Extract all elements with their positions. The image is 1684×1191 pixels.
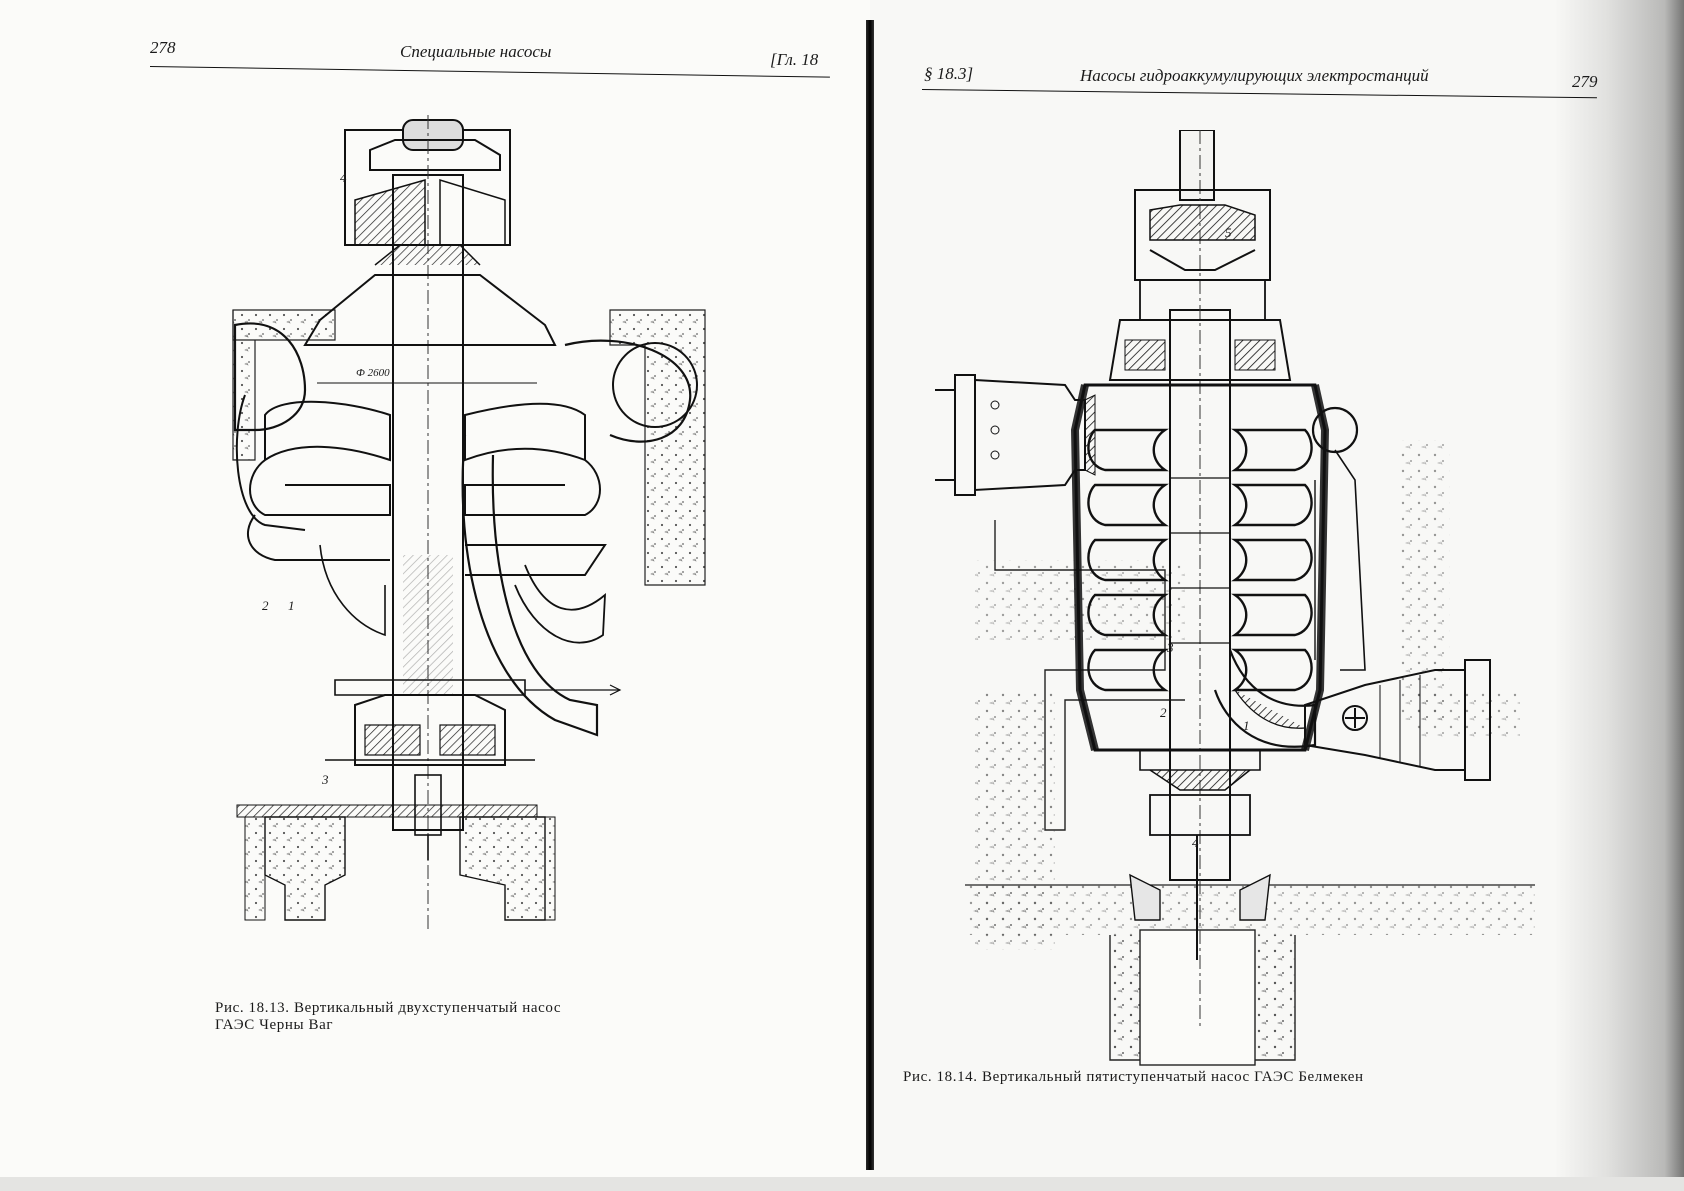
callout-1-right: 1 — [1243, 718, 1250, 734]
figure-18-13-drawing — [225, 115, 735, 985]
book-gutter — [866, 20, 874, 1170]
callout-4-right: 4 — [1192, 835, 1199, 851]
callout-3-left: 3 — [322, 772, 329, 788]
left-page-number: 278 — [150, 38, 176, 58]
left-running-title: Специальные насосы — [400, 42, 551, 62]
dimension-label-phi-2600: Ф 2600 — [356, 367, 390, 379]
figure-18-14-drawing — [935, 130, 1575, 1070]
figure-18-13-caption-line2: ГАЭС Черны Ваг — [215, 1017, 333, 1034]
figure-18-14-caption: Рис. 18.14. Вертикальный пятиступенчатый… — [903, 1069, 1364, 1086]
callout-2-right: 2 — [1160, 705, 1167, 721]
left-chapter-label: [Гл. 18 — [770, 50, 818, 70]
callout-4-left: 4 — [340, 170, 347, 186]
right-page-number: 279 — [1572, 72, 1598, 92]
callout-1-left: 1 — [288, 598, 295, 614]
callout-5-right: 5 — [1225, 225, 1232, 241]
figure-18-13-caption-line1: Рис. 18.13. Вертикальный двухступенчатый… — [215, 1000, 561, 1017]
scan-bottom-band — [0, 1177, 1684, 1191]
callout-2-left: 2 — [262, 598, 269, 614]
right-running-title: Насосы гидроаккумулирующих электростанци… — [1080, 66, 1429, 86]
right-section-label: § 18.3] — [924, 64, 973, 84]
callout-3-right: 3 — [1167, 640, 1174, 656]
